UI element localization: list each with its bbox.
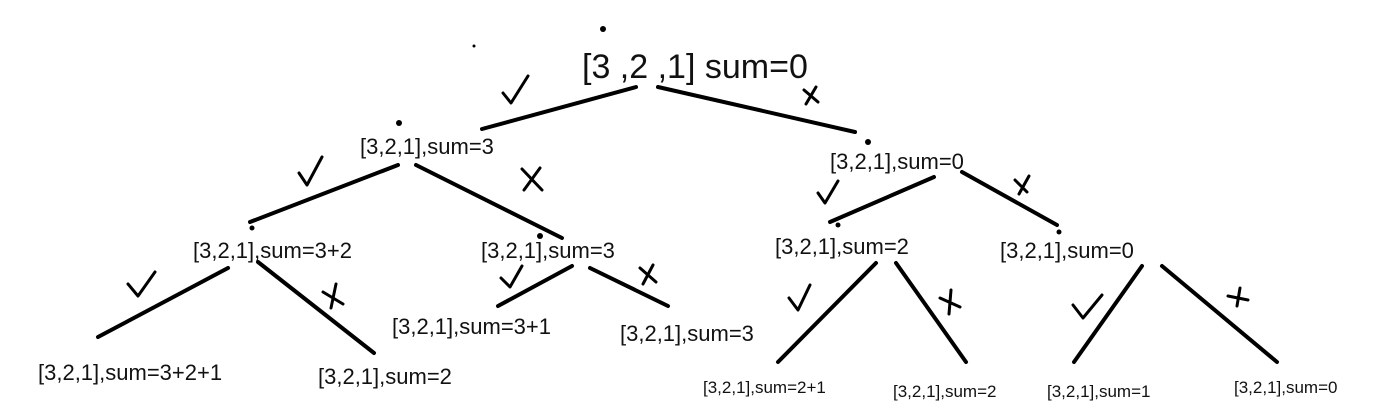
edge-root-left xyxy=(480,85,638,131)
node-l2-right-right: [3,2,1],sum=0 xyxy=(1000,238,1134,263)
check-mark-icon xyxy=(816,179,840,205)
node-l2-left-left: [3,2,1],sum=3+2 xyxy=(193,238,352,263)
edge-l1right-right xyxy=(960,170,1059,227)
ink-dot xyxy=(472,44,476,48)
ink-dot xyxy=(249,225,255,231)
node-l1-left: [3,2,1],sum=3 xyxy=(360,134,494,159)
edge-l2ll-right xyxy=(256,260,376,355)
node-l3-rll: [3,2,1],sum=2+1 xyxy=(703,378,826,397)
check-mark-icon xyxy=(1071,293,1104,320)
edge-l2rr-left xyxy=(1072,264,1144,364)
node-l3-llr: [3,2,1],sum=2 xyxy=(318,364,452,389)
ink-dot xyxy=(396,120,402,126)
check-mark-icon xyxy=(297,155,324,187)
check-mark-icon xyxy=(499,264,524,289)
cross-mark-icon xyxy=(638,263,658,286)
node-l3-rrr: [3,2,1],sum=0 xyxy=(1234,378,1337,397)
node-l3-lrl: [3,2,1],sum=3+1 xyxy=(392,314,551,339)
edge-l2rr-right xyxy=(1160,264,1279,364)
node-l3-lrr: [3,2,1],sum=3 xyxy=(620,321,754,346)
ink-dot xyxy=(865,139,871,145)
check-mark-icon xyxy=(501,74,530,105)
cross-mark-icon xyxy=(938,288,962,316)
tree-edges xyxy=(96,85,1279,364)
edge-l2lr-left xyxy=(496,264,574,308)
node-l1-right: [3,2,1],sum=0 xyxy=(830,149,964,174)
edge-l2ll-left xyxy=(96,266,230,339)
node-root: [3 ,2 ,1] sum=0 xyxy=(582,48,808,86)
edge-l1right-left xyxy=(828,175,936,224)
edge-l2rl-left xyxy=(776,261,878,364)
ink-dots xyxy=(249,26,1062,239)
edge-l2rl-right xyxy=(894,261,968,364)
node-l3-lll: [3,2,1],sum=3+2+1 xyxy=(38,360,222,385)
edge-l2lr-right xyxy=(588,266,670,308)
edge-l1left-left xyxy=(248,163,400,224)
tree-nodes: [3 ,2 ,1] sum=0 [3,2,1],sum=3 [3,2,1],su… xyxy=(38,48,1337,401)
cross-mark-icon xyxy=(321,282,345,310)
ink-dot xyxy=(1056,229,1062,235)
ink-dot xyxy=(835,222,841,228)
check-mark-icon xyxy=(126,270,157,298)
node-l3-rlr: [3,2,1],sum=2 xyxy=(893,382,996,401)
cross-mark-icon xyxy=(1013,174,1031,196)
cross-mark-icon xyxy=(1226,286,1250,308)
node-l2-right-left: [3,2,1],sum=2 xyxy=(775,234,909,259)
cross-mark-icon xyxy=(520,166,544,192)
ink-dot xyxy=(537,233,543,239)
node-l2-left-right: [3,2,1],sum=3 xyxy=(481,238,615,263)
cross-mark-icon xyxy=(802,85,820,106)
edge-marks xyxy=(126,74,1250,320)
node-l3-rrl: [3,2,1],sum=1 xyxy=(1047,382,1150,401)
check-mark-icon xyxy=(787,283,812,312)
ink-dot xyxy=(600,26,606,32)
edge-l1left-right xyxy=(414,163,564,240)
edge-root-right xyxy=(656,85,857,134)
